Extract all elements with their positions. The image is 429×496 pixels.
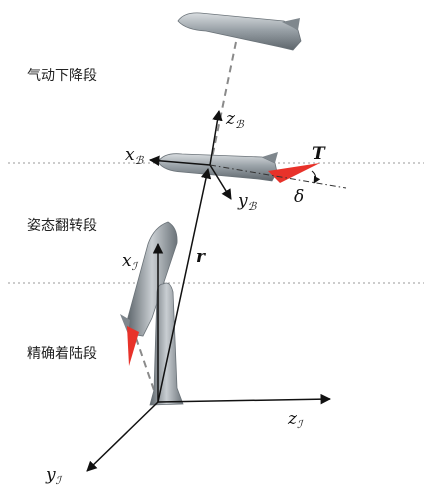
phase-label-aero: 气动下降段: [27, 68, 97, 84]
label-inertial-y: yℐ: [45, 465, 63, 487]
position-vector: [157, 167, 212, 403]
thrust-plume-tilted: [127, 326, 139, 366]
label-deflection-angle: δ: [294, 187, 304, 207]
label-position-vector: r: [196, 247, 206, 267]
inertial-z-axis: [157, 393, 332, 405]
inertial-y-axis: [86, 401, 159, 472]
body-y-axis: [209, 164, 232, 200]
label-body-y: yℬ: [237, 191, 258, 213]
label-body-x: xℬ: [125, 145, 145, 167]
label-thrust: T: [312, 144, 326, 164]
body-x-axis: [148, 155, 211, 167]
deflection-angle-arc: [311, 170, 321, 184]
phase-label-flip: 姿态翻转段: [27, 218, 97, 234]
trajectory-dashed-upper: [211, 41, 237, 159]
label-body-z: zℬ: [225, 109, 245, 131]
label-inertial-z: zℐ: [287, 409, 304, 431]
body-z-axis: [209, 109, 223, 166]
thrust-reference-line: [209, 164, 347, 189]
phase-label-landing: 精确着陆段: [27, 346, 97, 362]
trajectory-dashed-lower: [135, 337, 157, 397]
label-inertial-x: xℐ: [122, 251, 139, 273]
thrust-plume-horizontal: [268, 163, 320, 183]
rocket-aero-descent: [177, 12, 302, 51]
